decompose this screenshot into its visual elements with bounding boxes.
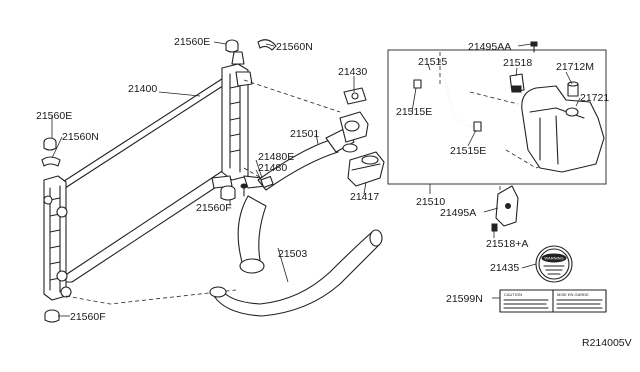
label-grommet: 21518 [503,57,532,69]
warning-decal: WARNING [535,245,573,283]
label-reservoir-hose: 21515 [418,56,447,68]
radiator-assembly [43,51,249,301]
grommet-a [491,223,498,232]
label-caution-decal: 21599N [446,293,483,305]
drain-cap-left [43,137,57,151]
reservoir-bolt [530,41,538,53]
label-reservoir-bolt: 21495AA [468,41,511,53]
caution-decal: CAUTION MISE EN GARDE [499,289,607,313]
lower-hose [209,229,383,317]
reservoir-box [387,49,607,185]
label-hose-clamp-e: 21480E [258,151,294,163]
grommet [509,73,525,93]
label-drain-cap-top: 21560E [174,36,210,48]
warning-decal-text: WARNING [544,256,563,261]
label-hose-e-left: 21515E [396,106,432,118]
label-reservoir-cap: 21712M [556,61,594,73]
label-clip-left: 21560N [62,131,99,143]
label-tank-bracket: 21495A [440,207,476,219]
label-clip-top: 21560N [276,41,313,53]
caution-decal-text: CAUTION [504,292,522,297]
reservoir-tank [521,85,605,173]
bracket [347,151,385,187]
label-grommet-a: 21518+A [486,238,528,250]
label-reservoir-tank: 21721 [580,92,609,104]
label-upper-hose: 21501 [290,128,319,140]
hose-clamp-e [260,175,274,189]
drain-cap-top [225,39,239,53]
mount-bottom [44,309,60,323]
leader-lines [51,41,581,317]
reservoir-cap [567,81,579,97]
label-radiator: 21400 [128,83,157,95]
label-mount-bottom: 21560F [70,311,106,323]
mount-center [220,183,248,201]
label-warning-decal: 21435 [490,262,519,274]
reservoir-hose [413,69,482,132]
tank-bracket [495,185,519,227]
label-hose-clamp: 21480 [258,162,287,174]
label-water-outlet: 21430 [338,66,367,78]
label-reservoir-assembly: 21510 [416,196,445,208]
diagram-id: R214005V [582,337,632,349]
mise-decal-text: MISE EN GARDE [557,292,589,297]
upper-hose [237,127,355,274]
part-labels: 21560E 21560N 21400 21560E 21560N 21560F… [36,36,632,349]
clip-left [41,156,61,167]
water-outlet [339,87,369,153]
label-bracket: 21417 [350,191,379,203]
label-lower-hose: 21503 [278,248,307,260]
clip-top [257,39,277,51]
label-drain-cap-left: 21560E [36,110,72,122]
label-mount-center: 21560F [196,202,232,214]
mount-top-right [235,71,253,87]
label-hose-e-right: 21515E [450,145,486,157]
